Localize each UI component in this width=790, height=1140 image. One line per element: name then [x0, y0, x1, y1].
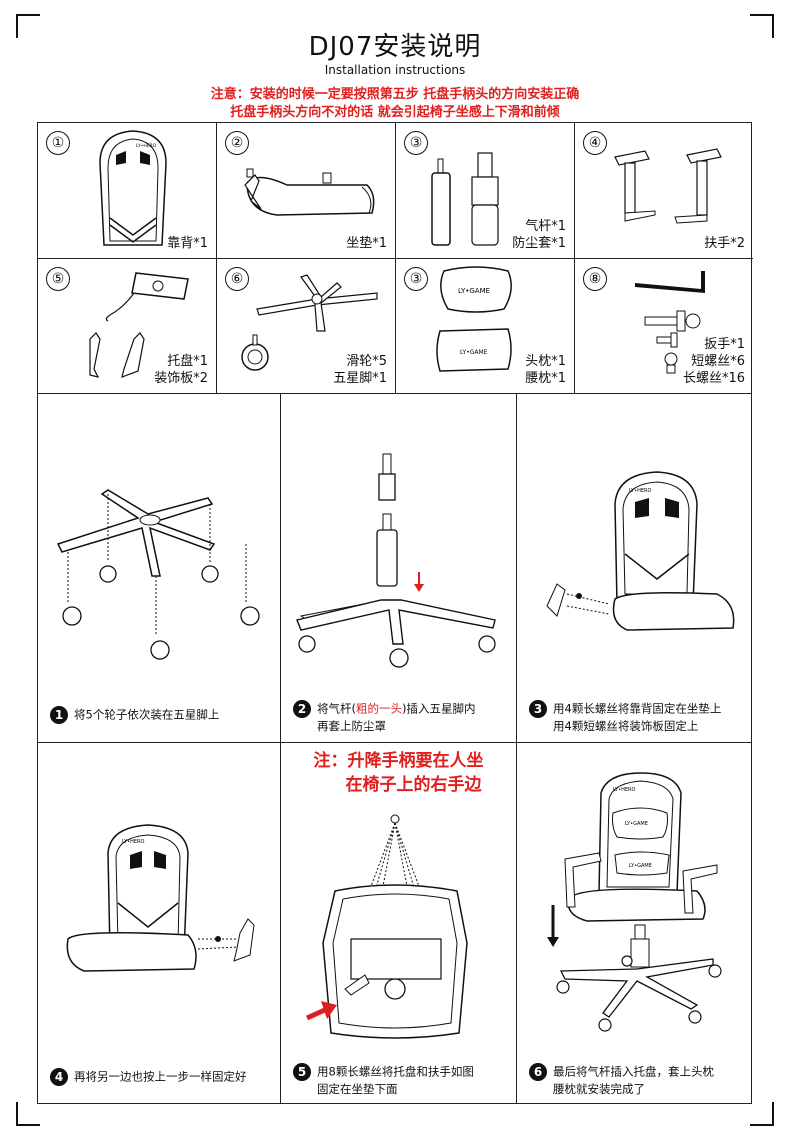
part-number: ②: [225, 131, 249, 155]
step-6-illustration: LY•GAME LY•HERO LY•GAME: [547, 772, 722, 1032]
part-number: ⑥: [225, 267, 249, 291]
part-seat: ② 坐垫*1: [217, 123, 396, 259]
svg-text:LY•GAME: LY•GAME: [460, 349, 488, 356]
page-subtitle: Installation instructions: [324, 63, 466, 77]
part-armrests: ④ 扶手*2: [575, 123, 753, 259]
part-number: ③: [404, 267, 428, 291]
lift-handle-warning: 注：升降手柄要在人坐 在椅子上的右手边: [313, 751, 484, 795]
backrest-illustration: LY•HERO: [99, 130, 167, 246]
part-caption: 坐垫*1: [346, 236, 387, 251]
svg-text:LY•HERO: LY•HERO: [613, 787, 636, 793]
svg-text:LY•GAME: LY•GAME: [629, 863, 652, 869]
part-number: ④: [583, 131, 607, 155]
corner-mark-top-left: [16, 14, 40, 38]
hardware-illustration: [635, 271, 705, 374]
seat-illustration: [244, 168, 375, 216]
warning-note-line-2: 托盘手柄头方向不对的话 就会引起椅子坐感上下滑和前倾: [230, 105, 560, 120]
step-number-badge: 6: [529, 1063, 547, 1081]
step-number-badge: 1: [50, 706, 68, 724]
step-number-badge: 2: [293, 700, 311, 718]
step-4-illustration: LY•HERO: [66, 824, 255, 972]
corner-mark-top-right: [750, 14, 774, 38]
page-title: DJ07安装说明: [308, 32, 482, 62]
svg-text:LY•HERO: LY•HERO: [136, 143, 157, 149]
base-illustration: [241, 274, 378, 371]
step-1-illustration: [56, 489, 260, 660]
gas-lift-illustration: [431, 152, 499, 246]
part-number: ⑤: [46, 267, 70, 291]
part-number: ①: [46, 131, 70, 155]
pillows-illustration: LY•GAME LY•GAME: [436, 266, 512, 372]
step-3-illustration: LY•HERO: [546, 471, 735, 631]
part-number: ⑧: [583, 267, 607, 291]
step-number-badge: 5: [293, 1063, 311, 1081]
part-backrest: LY•HERO ① 靠背*1: [38, 123, 217, 259]
part-caption: 扶手*2: [704, 236, 745, 251]
armrest-illustration: [614, 148, 722, 224]
step-5-illustration: [305, 814, 468, 1039]
svg-text:LY•GAME: LY•GAME: [458, 287, 490, 295]
svg-text:LY•HERO: LY•HERO: [122, 839, 145, 845]
step-number-badge: 3: [529, 700, 547, 718]
corner-mark-bottom-right: [750, 1102, 774, 1126]
corner-mark-bottom-left: [16, 1102, 40, 1126]
part-caption: 靠背*1: [167, 236, 208, 251]
tray-illustration: [89, 272, 189, 378]
svg-text:LY•GAME: LY•GAME: [625, 821, 648, 827]
step-2-illustration: [296, 453, 496, 668]
part-number: ③: [404, 131, 428, 155]
step-number-badge: 4: [50, 1068, 68, 1086]
svg-text:LY•HERO: LY•HERO: [629, 488, 652, 494]
warning-note-line-1: 注意：安装的时候一定要按照第五步 托盘手柄头的方向安装正确: [210, 87, 580, 102]
